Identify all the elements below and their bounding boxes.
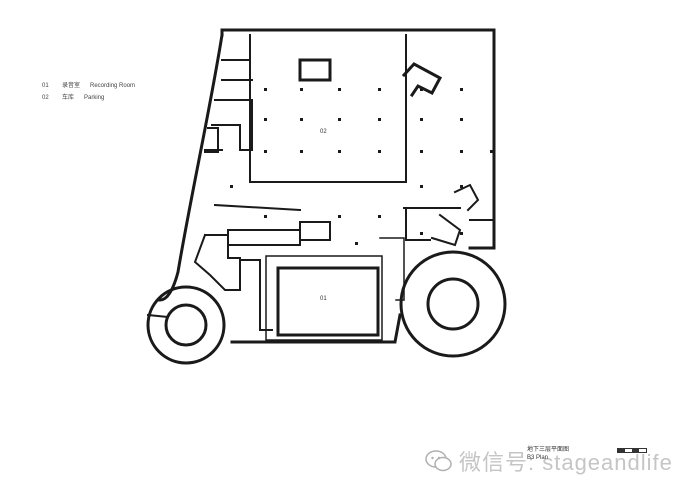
legend-item-parking: 02 车库 Parking [42,92,135,104]
legend-label-cn: 车库 [62,95,75,101]
ramp-circle-left [146,285,226,365]
mid-corridor [213,203,331,246]
room-label-parking: 02 [320,129,327,135]
ramp-curve-top [401,62,443,98]
right-stair [379,237,405,301]
ramp-core-right [426,277,480,331]
parking-core-wall [249,34,407,183]
ramp-circle-right [399,250,507,358]
outer-wall-lower [230,313,402,344]
column-grid [230,88,493,245]
plan-title-en: B3 Plan [527,455,549,461]
legend-label-en: Parking [84,95,105,101]
outer-wall [158,28,496,302]
plan-title-cn: 地下三层平面图 [527,447,570,453]
scale-bar [617,448,647,453]
service-notch [204,127,219,153]
ramp-core-left [164,303,208,347]
legend-label-en: Recording Room [90,83,136,89]
legend-number: 01 [42,83,49,89]
legend-number: 02 [42,95,49,101]
recording-room-outer [265,255,383,341]
right-lower-block [403,183,495,247]
watermark-text: 微信号: stageandlife [459,450,673,475]
lower-left-rooms [193,233,273,331]
watermark: 微信号: stageandlife [425,445,673,477]
room-label-recording: 01 [320,296,327,302]
service-rooms-left [204,59,253,151]
ramp-lane-left [146,313,170,319]
recording-room-wall [276,266,380,337]
legend-item-recording-room: 01 录音室 Recording Room [42,80,135,92]
parking-shaft [298,58,332,82]
wechat-icon [425,450,452,472]
plan-title: 地下三层平面图 B3 Plan [527,446,569,462]
legend: 01 录音室 Recording Room 02 车库 Parking [42,80,135,104]
legend-label-cn: 录音室 [62,83,81,89]
